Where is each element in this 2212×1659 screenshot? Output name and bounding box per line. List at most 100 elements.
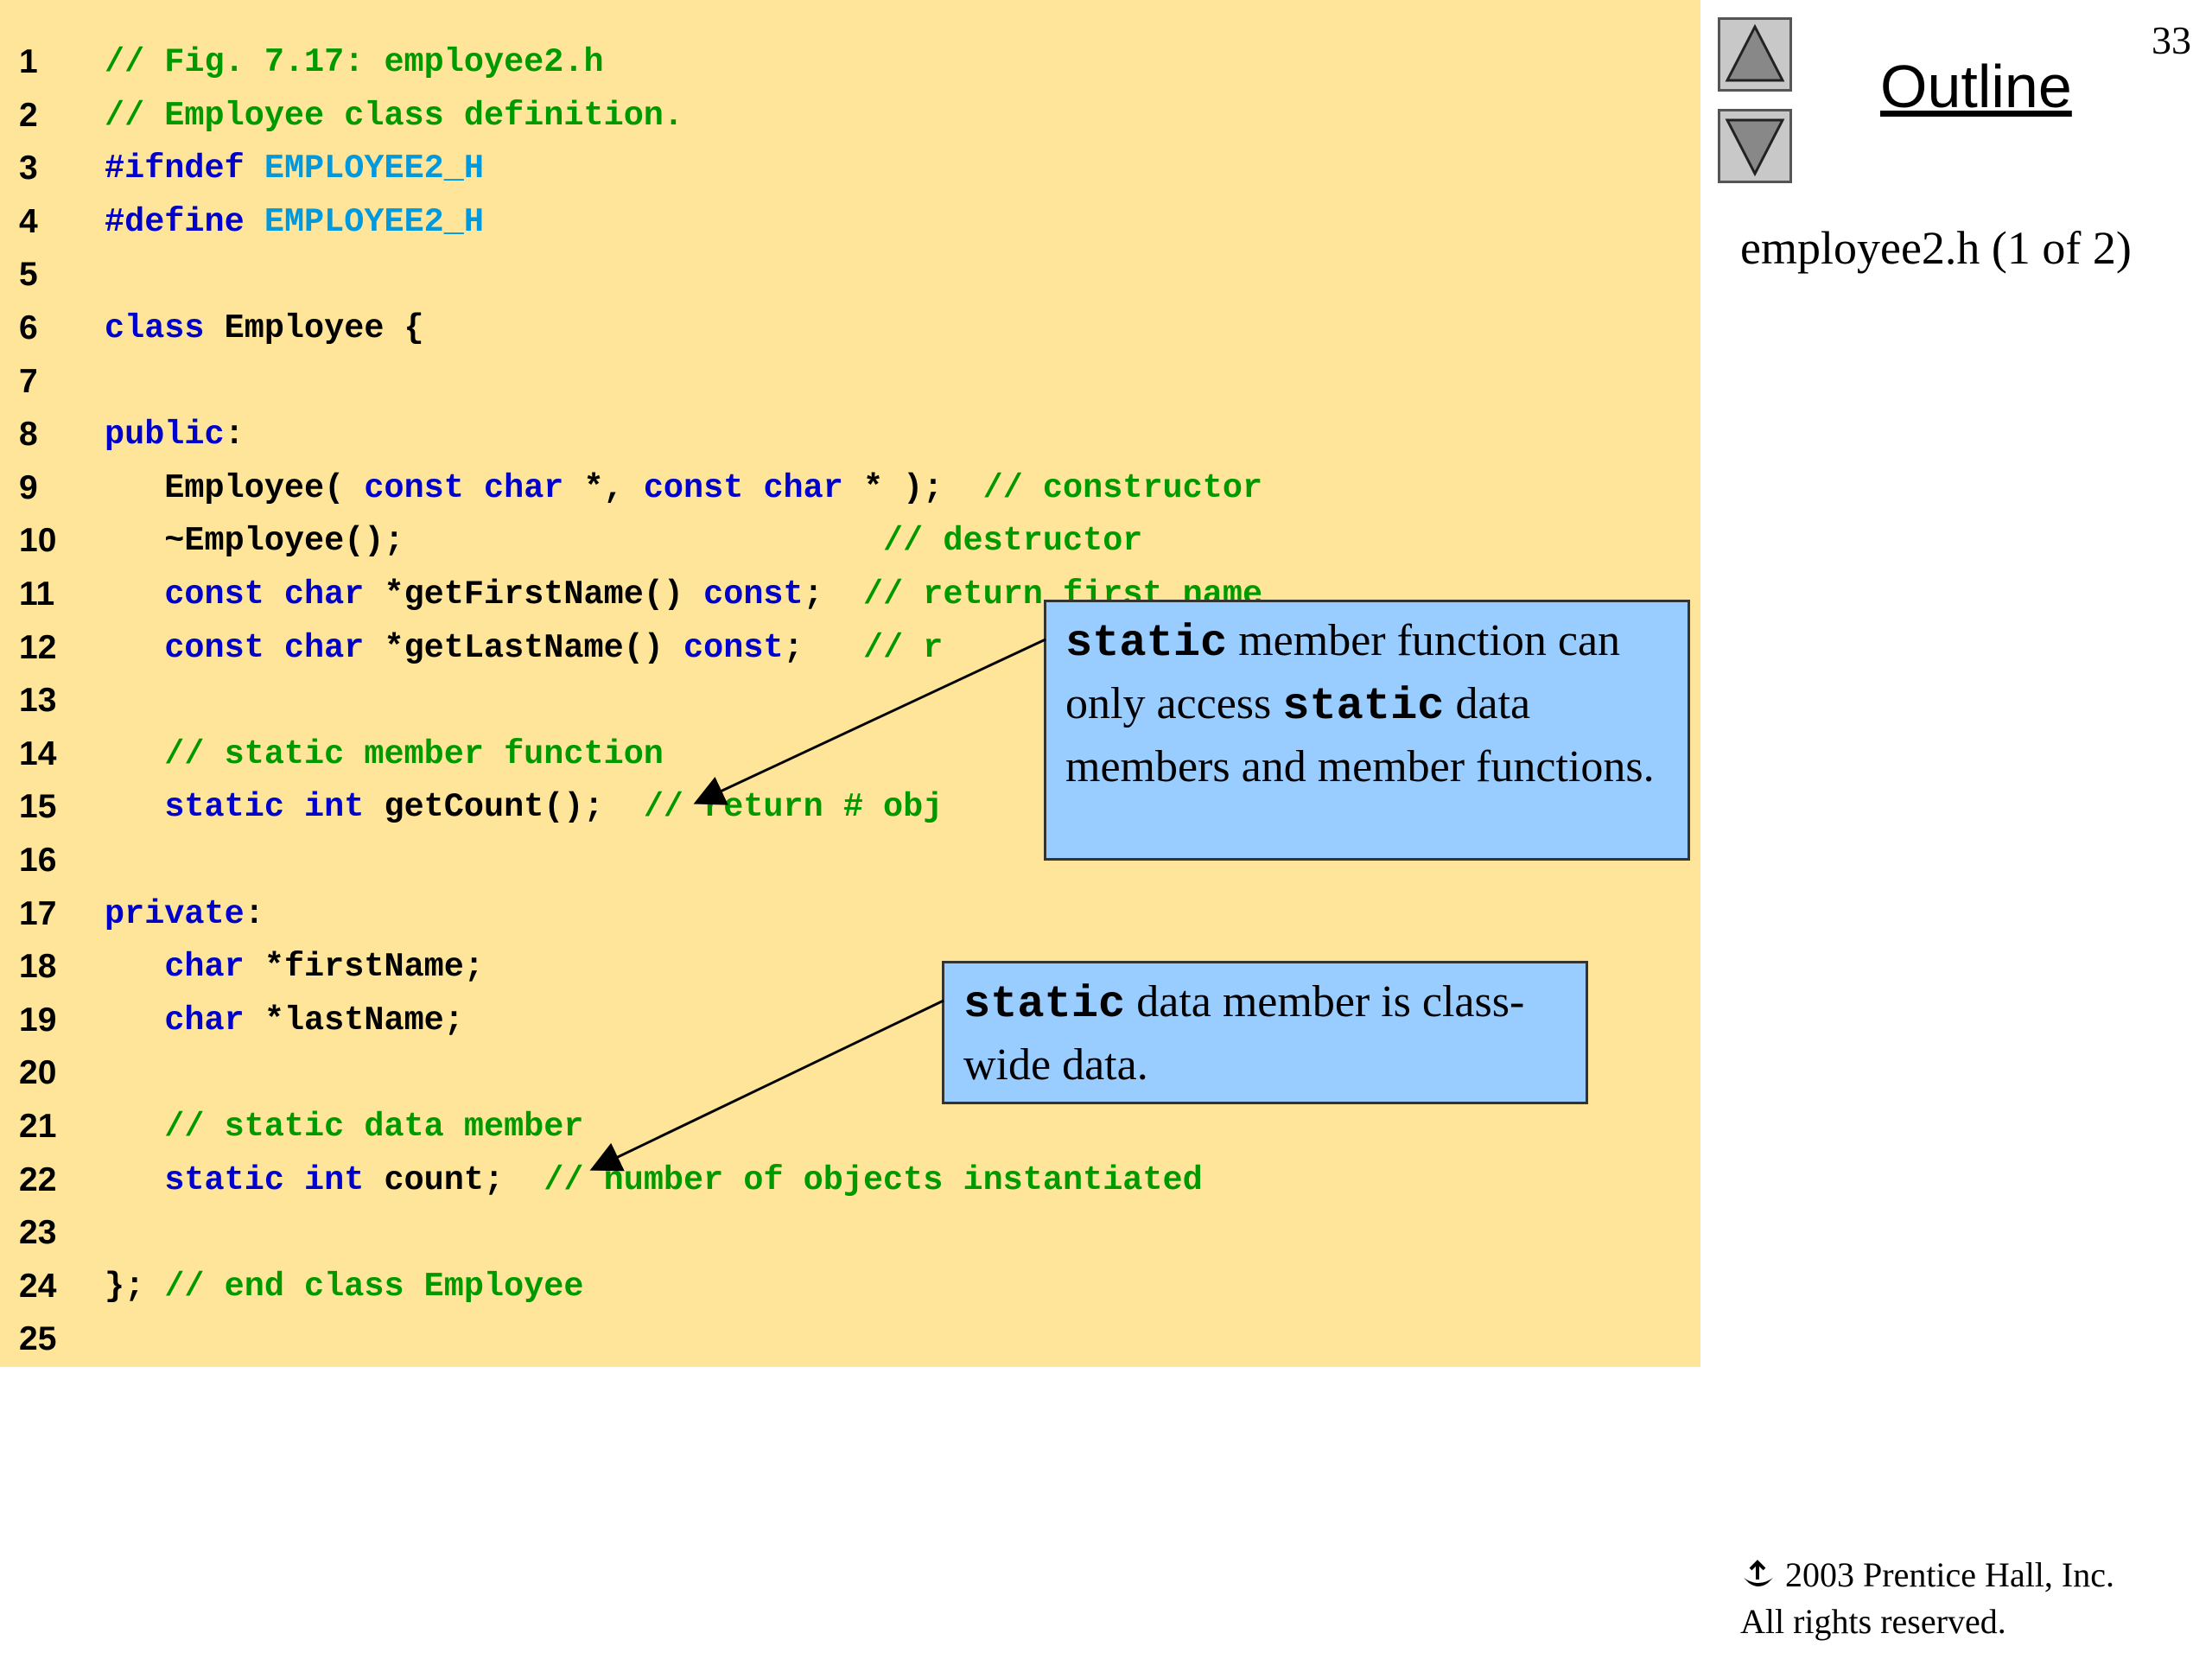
code-token: char [164,948,245,987]
next-slide-button[interactable] [1718,109,1792,183]
code-line: 3 #ifndef EMPLOYEE2_H [0,149,1700,203]
prentice-hall-logo-icon [1744,1560,1773,1586]
code-line: 20 [0,1054,1700,1108]
code-token: ; [803,575,863,613]
code-line: 18 char *firstName; [0,948,1700,1001]
code-text: Employee( const char *, const char * ); … [105,469,1262,507]
line-number: 13 [19,682,57,720]
line-number: 10 [19,522,57,560]
code-text: class Employee { [105,309,424,347]
callout-code-term: static [1065,618,1228,669]
code-token [105,1161,164,1199]
code-token: EMPLOYEE2_H [264,149,484,188]
code-text: #ifndef EMPLOYEE2_H [105,149,484,188]
line-number: 7 [19,362,38,400]
line-number: 2 [19,96,38,134]
line-number: 19 [19,1001,57,1039]
code-token: const char [164,628,365,667]
code-token: *getFirstName() [364,575,704,613]
code-token: // static data member [105,1108,584,1146]
callout-static-member-function: static member function can only access s… [1044,600,1690,861]
code-text: static int count; // number of objects i… [105,1160,1203,1199]
code-text: // Fig. 7.17: employee2.h [105,43,604,81]
code-token: const char [643,468,843,507]
code-token: }; [105,1267,165,1306]
code-token: // Fig. 7.17: employee2.h [105,43,604,81]
line-number: 17 [19,894,57,932]
line-number: 14 [19,734,57,772]
code-token: char [164,1001,245,1039]
code-token: // return # obj [643,788,944,827]
code-line: 21 // static data member [0,1108,1700,1161]
page-number: 33 [2152,18,2191,62]
line-number: 11 [19,575,55,613]
code-token: : [244,894,264,933]
code-line: 5 [0,256,1700,309]
line-number: 20 [19,1054,57,1092]
code-token: *lastName; [244,1001,464,1039]
callout-code-term: static [963,979,1126,1030]
code-line: 7 [0,363,1700,416]
code-token [105,629,164,667]
code-token: const char [364,468,564,507]
line-number: 22 [19,1160,57,1198]
code-token: EMPLOYEE2_H [264,202,484,241]
code-text: // static member function [105,735,664,773]
code-token: *getLastName() [364,628,684,667]
code-token: #define [105,202,264,241]
line-number: 16 [19,842,57,879]
outline-link[interactable]: Outline [1880,53,2072,120]
line-number: 18 [19,948,57,986]
code-line: 24}; // end class Employee [0,1268,1700,1321]
code-line: 17 private: [0,895,1700,949]
line-number: 21 [19,1108,57,1145]
code-token [105,948,164,986]
callout-text: data members and member functions. [1065,679,1655,791]
code-token: const [683,628,784,667]
line-number: 4 [19,202,38,240]
copyright-notice: 2003 Prentice Hall, Inc. All rights rese… [1740,1552,2114,1645]
code-text: // static data member [105,1108,584,1146]
callout-code-term: static [1282,681,1445,732]
code-token: #ifndef [105,149,264,188]
code-text: private: [105,895,264,933]
code-token: // destructor [883,522,1143,561]
code-text: char *firstName; [105,948,484,986]
code-token: // end class Employee [164,1267,584,1306]
code-token: // r [862,628,944,667]
code-line: 14 // static member function [0,735,1700,789]
code-token: static int [164,788,365,827]
code-line: 10 ~Employee(); // destructor [0,522,1700,575]
line-number: 15 [19,788,57,826]
code-text: // Employee class definition. [105,97,683,135]
previous-slide-button[interactable] [1718,17,1792,92]
code-token: // constructor [982,468,1263,507]
code-line: 23 [0,1214,1700,1268]
code-token: // static member function [105,734,664,773]
code-token: : [224,416,245,454]
code-text: char *lastName; [105,1001,464,1039]
code-token: ~Employee(); [105,522,884,561]
code-token: // number of objects instantiated [543,1160,1203,1199]
triangle-down-icon [1725,118,1785,177]
line-number: 12 [19,628,57,666]
line-number: 24 [19,1267,57,1305]
code-token: Employee { [224,309,424,347]
callout-text: data member is class-wide data. [963,977,1525,1090]
code-token: count; [364,1160,544,1199]
line-number: 9 [19,468,38,506]
line-number: 3 [19,149,38,188]
code-token: ; [783,628,863,667]
code-text: }; // end class Employee [105,1268,584,1306]
line-number: 1 [19,43,38,80]
code-line: 22 static int count; // number of object… [0,1161,1700,1215]
code-line: 15 static int getCount(); // return # ob… [0,788,1700,842]
code-token: // Employee class definition. [105,96,684,135]
code-token: private [105,894,245,933]
line-number: 8 [19,416,38,454]
code-token [105,575,164,613]
code-line: 16 [0,842,1700,895]
triangle-up-icon [1725,23,1785,82]
code-token [105,1001,164,1039]
